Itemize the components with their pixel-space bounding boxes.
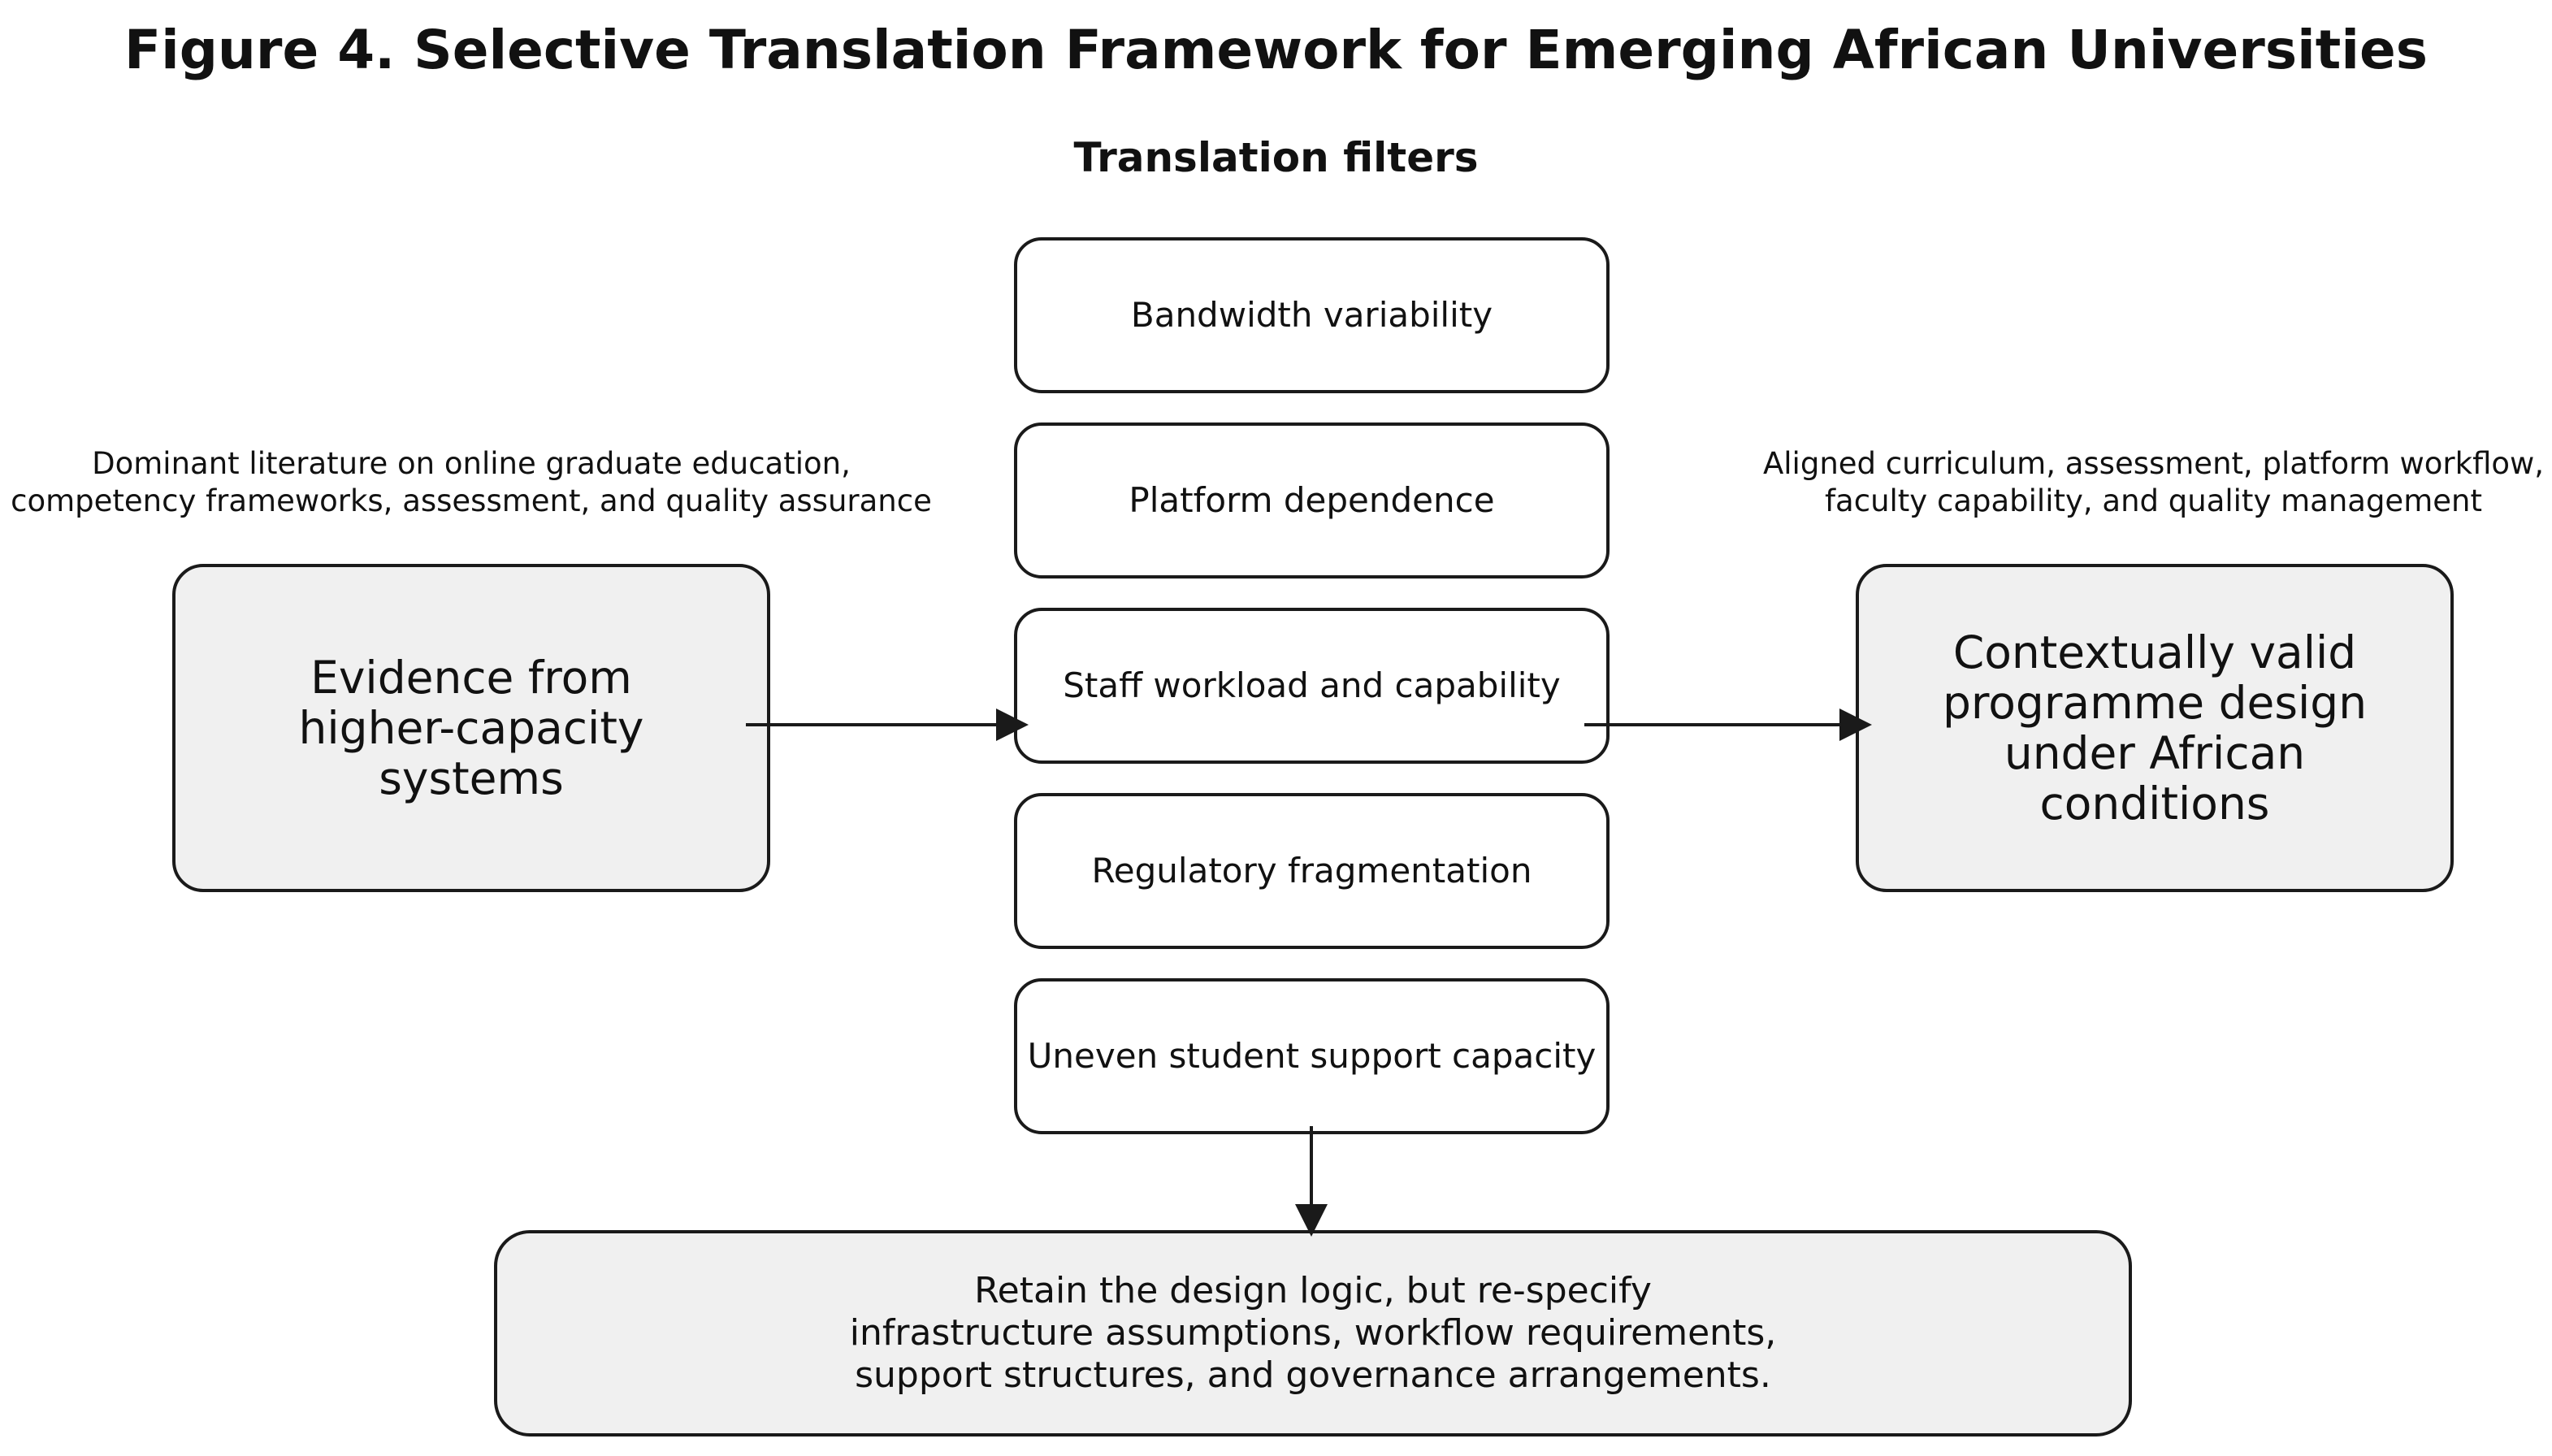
retain-logic-box: Retain the design logic, but re-specify … xyxy=(494,1230,2132,1436)
filter-box-regulatory: Regulatory fragmentation xyxy=(1014,793,1610,949)
outcome-box: Contextually valid programme design unde… xyxy=(1856,564,2454,892)
right-caption-line-2: faculty capability, and quality manageme… xyxy=(1825,483,2482,518)
filter-label: Platform dependence xyxy=(1129,480,1495,520)
figure-title: Figure 4. Selective Translation Framewor… xyxy=(123,19,2428,81)
filter-box-platform: Platform dependence xyxy=(1014,422,1610,578)
filter-label: Uneven student support capacity xyxy=(1027,1036,1597,1076)
filter-label: Bandwidth variability xyxy=(1130,295,1493,335)
evidence-box: Evidence from higher-capacity systems xyxy=(172,564,770,892)
filter-label: Regulatory fragmentation xyxy=(1091,851,1532,890)
retain-logic-label: Retain the design logic, but re-specify … xyxy=(849,1270,1777,1396)
left-caption-line-2: competency frameworks, assessment, and q… xyxy=(11,483,932,518)
filter-box-student-support: Uneven student support capacity xyxy=(1014,978,1610,1134)
right-caption: Aligned curriculum, assessment, platform… xyxy=(1755,445,2552,520)
filter-label: Staff workload and capability xyxy=(1063,665,1561,705)
outcome-box-label: Contextually valid programme design unde… xyxy=(1942,626,2368,830)
filter-box-staff: Staff workload and capability xyxy=(1014,608,1610,764)
evidence-box-label: Evidence from higher-capacity systems xyxy=(298,652,644,804)
left-caption-line-1: Dominant literature on online graduate e… xyxy=(92,446,851,481)
filters-heading: Translation filters xyxy=(1073,134,1479,181)
filter-box-bandwidth: Bandwidth variability xyxy=(1014,237,1610,393)
left-caption: Dominant literature on online graduate e… xyxy=(0,445,942,520)
right-caption-line-1: Aligned curriculum, assessment, platform… xyxy=(1762,446,2545,481)
